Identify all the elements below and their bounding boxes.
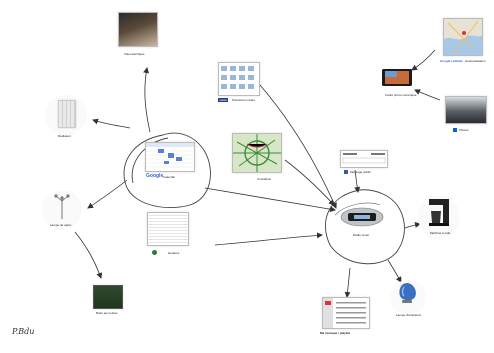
timetable-icon <box>152 250 157 255</box>
photos-image <box>445 96 487 124</box>
public-message-image <box>340 150 388 168</box>
roof-window-image <box>118 12 158 47</box>
arrow-photos-to-frame <box>414 89 441 101</box>
google-logo: Google <box>146 173 164 179</box>
mailbox-image <box>93 285 123 309</box>
ambient-lamp-label: Lampe d'ambiance <box>396 313 422 317</box>
coffee-maker-image <box>429 199 449 226</box>
geolocation-label: Géolocalisation <box>465 59 486 63</box>
photo-frame-label: Cadre photo numérique <box>385 93 417 97</box>
traffic-label: Circulation <box>257 177 272 181</box>
coffee-maker-label: Machine à café <box>430 231 451 235</box>
arrow-to-ambient-lamp <box>387 259 402 283</box>
arrow-to-coffee-maker <box>404 222 421 229</box>
google-calendar-label: Calendar <box>163 175 176 179</box>
weather-label: Prévisions météo <box>232 98 256 102</box>
flickr-icon <box>453 128 457 132</box>
geolocation-brand: Google Latitude <box>440 59 463 63</box>
timetable-image <box>147 212 189 246</box>
arrow-geo-to-frame <box>411 49 436 71</box>
arrow-calendar-to-radio <box>204 187 336 213</box>
weather-brand: météo <box>218 98 229 102</box>
arrow-message-to-radio <box>354 169 361 193</box>
traffic-image <box>232 133 282 173</box>
radio-clock-image <box>340 207 384 227</box>
geolocation-image <box>443 18 483 56</box>
radio-clock-label: Radio réveil <box>353 233 369 237</box>
ambient-lamp-image <box>399 283 416 303</box>
radio-hub-ring <box>334 202 381 216</box>
arrow-timetable-to-radio <box>214 232 323 246</box>
signature: P.Bdu <box>12 327 35 336</box>
lamp-image <box>54 194 70 219</box>
playlist-image <box>322 297 370 329</box>
arrow-lamp-to-mailbox <box>74 231 103 279</box>
arrow-traffic-to-radio <box>284 159 335 206</box>
arrow-to-playlist <box>344 267 351 298</box>
public-message-label: Message public <box>350 170 371 174</box>
google-calendar-image <box>145 142 195 172</box>
mailbox-label: Boîte aux lettres <box>96 311 118 315</box>
facebook-icon <box>344 170 348 174</box>
radiator-image <box>58 100 76 128</box>
lamp-label: Lampe de salon <box>50 223 72 227</box>
timetable-label: Horaires <box>168 251 180 255</box>
radiator-label: Radiateur <box>58 134 72 138</box>
roof-window-label: Volet électrique <box>124 52 145 56</box>
photos-label: Photos <box>459 128 469 132</box>
arrow-to-roof-window <box>143 67 151 133</box>
radio-hub-circle <box>325 189 405 265</box>
arrow-to-radiator <box>92 118 131 129</box>
weather-image <box>218 62 260 96</box>
photo-frame-image <box>382 69 412 86</box>
calendar-hub-circle <box>123 132 211 208</box>
playlist-label: Ma musique / playlist <box>320 331 351 335</box>
arrow-to-lamp <box>87 179 128 209</box>
arrow-weather-to-radio <box>259 84 337 209</box>
